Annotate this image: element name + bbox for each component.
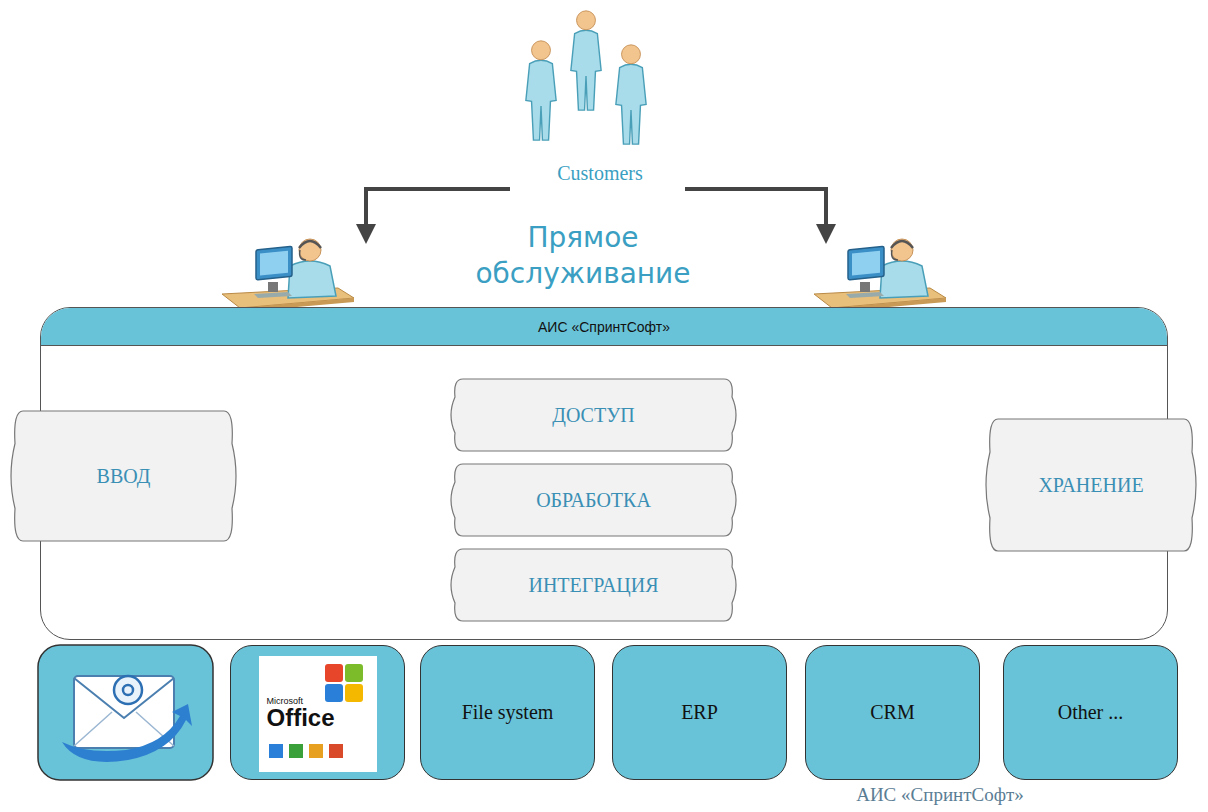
source-box: ERP [612, 645, 787, 780]
integration-block: ИНТЕГРАЦИЯ [451, 549, 736, 621]
office-box: MicrosoftOffice [230, 645, 405, 780]
block-label: ДОСТУП [552, 404, 635, 427]
block-label: ВВОД [97, 465, 151, 488]
title-band: АИС «СпринтСофт» [41, 308, 1167, 346]
source-label: ERP [681, 701, 718, 724]
office-logo: MicrosoftOffice [259, 656, 377, 772]
input-block: ВВОД [11, 411, 236, 541]
block-label: ИНТЕГРАЦИЯ [528, 574, 658, 597]
block-label: ХРАНЕНИЕ [1038, 474, 1143, 497]
actor-label: Customers [500, 162, 700, 185]
source-label: File system [462, 701, 554, 724]
source-label: CRM [870, 701, 914, 724]
access-block: ДОСТУП [451, 379, 736, 451]
processing-block: ОБРАБОТКА [451, 464, 736, 536]
source-box: File system [420, 645, 595, 780]
service-label: Прямое обслуживание [448, 220, 718, 292]
system-frame: АИС «СпринтСофт» ВВОД ДОСТУП ОБРАБОТКА ИНТЕГ… [40, 307, 1168, 640]
storage-block: ХРАНЕНИЕ [986, 419, 1196, 551]
system-title: АИС «СпринтСофт» [538, 319, 670, 335]
watermark: АИС «СпринтСофт» [840, 784, 1040, 806]
logo-name: Office [267, 706, 335, 730]
source-box: Other ... [1003, 645, 1178, 780]
logo-brand: Microsoft [267, 696, 304, 706]
source-label: Other ... [1058, 701, 1124, 724]
source-box: CRM [805, 645, 980, 780]
block-label: ОБРАБОТКА [536, 489, 651, 512]
